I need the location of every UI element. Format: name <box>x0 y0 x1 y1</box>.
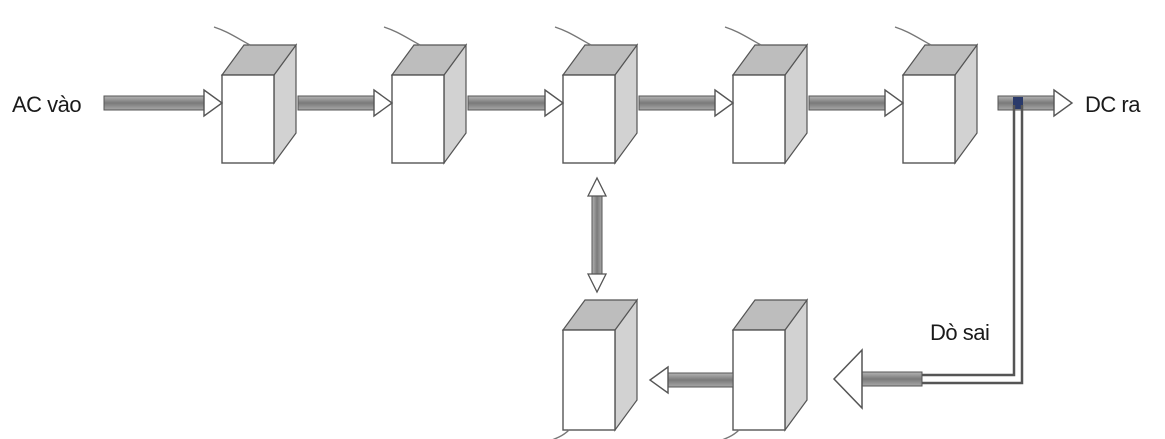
stage-arrow-2-head <box>544 88 565 118</box>
bidirectional-arrow-head-down <box>586 273 608 294</box>
stage-block-2-front <box>391 74 445 164</box>
feedback-arrow-head <box>832 348 863 410</box>
stage-arrow-3-shaft <box>638 95 716 111</box>
stage-block-4-wire <box>724 26 762 46</box>
stage-block-3-wire <box>554 26 592 46</box>
arrows-group <box>103 88 1074 410</box>
stage-block-5-front <box>902 74 956 164</box>
stage-arrow-2 <box>467 88 565 118</box>
stage-block-3-front <box>562 74 616 164</box>
input-arrow-head <box>203 88 224 118</box>
output-label: DC ra <box>1085 92 1141 117</box>
bottom-block-2-front <box>732 329 786 431</box>
stage-block-3 <box>554 26 639 165</box>
stage-arrow-1 <box>297 88 394 118</box>
feedback-shaft <box>861 371 923 387</box>
stage-block-4-front <box>732 74 786 164</box>
output-arrow-head <box>1053 88 1074 118</box>
stage-arrow-4 <box>808 88 905 118</box>
feedback-label: Dò sai <box>930 320 989 345</box>
stage-block-1-front <box>221 74 275 164</box>
bottom-block-2 <box>722 298 809 439</box>
stage-block-2 <box>383 26 468 165</box>
feedback-line-inner <box>900 105 1024 385</box>
input-arrow-shaft <box>103 95 205 111</box>
stage-arrow-3 <box>638 88 735 118</box>
bottom-block-1 <box>552 298 639 439</box>
feedback-path <box>832 97 1024 410</box>
bidirectional-arrow-shaft <box>591 193 603 277</box>
output-arrow-shaft <box>997 95 1055 111</box>
stage-block-1-wire <box>213 26 251 46</box>
bidirectional-arrow <box>586 176 608 294</box>
stage-block-5-wire <box>894 26 932 46</box>
bidirectional-arrow-head-up <box>586 176 608 197</box>
bottom-block-1-front <box>562 329 616 431</box>
stage-block-2-wire <box>383 26 421 46</box>
stage-arrow-4-head <box>884 88 905 118</box>
stage-arrow-2-shaft <box>467 95 546 111</box>
bottom-arrow-head <box>648 365 669 395</box>
bottom-arrow <box>648 365 734 395</box>
feedback-junction <box>1013 97 1023 109</box>
stage-arrow-3-head <box>714 88 735 118</box>
bottom-arrow-shaft <box>667 372 734 388</box>
stage-block-4 <box>724 26 809 165</box>
output-arrow <box>997 88 1074 118</box>
feedback-line-outer <box>900 105 1016 377</box>
input-arrow <box>103 88 224 118</box>
input-label: AC vào <box>12 92 81 117</box>
bottom-block-2-wire <box>722 429 740 439</box>
stage-arrow-1-head <box>373 88 394 118</box>
bottom-block-1-wire <box>552 429 570 439</box>
stage-block-1 <box>213 26 298 165</box>
stage-arrow-1-shaft <box>297 95 375 111</box>
stage-arrow-4-shaft <box>808 95 886 111</box>
blocks-group <box>213 26 979 439</box>
stage-block-5 <box>894 26 979 165</box>
